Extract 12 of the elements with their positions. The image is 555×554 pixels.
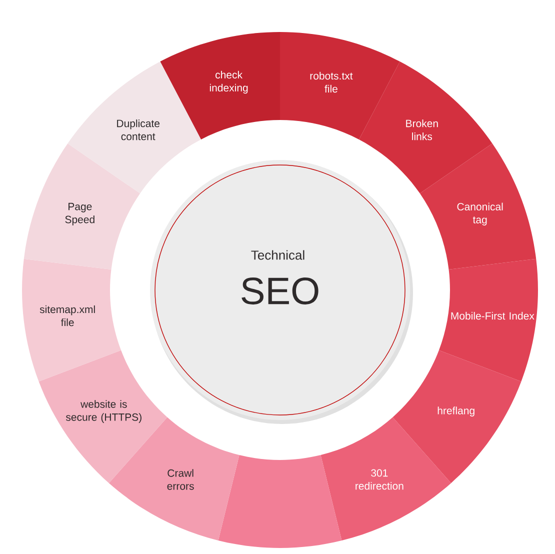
ring-segment: hreflang xyxy=(392,350,522,484)
ring-segment xyxy=(218,455,342,548)
ring-segment: website is secure (HTTPS) xyxy=(38,350,168,484)
ring-segment: Broken links xyxy=(359,62,492,194)
ring-segment: Duplicate content xyxy=(68,62,201,194)
ring-segment: sitemap.xml file xyxy=(22,258,122,382)
ring-segment: Mobile-First Index xyxy=(438,258,538,382)
ring-segment: 301 redirection xyxy=(320,417,452,540)
ring-segment: Page Speed xyxy=(24,143,140,270)
ring-segment: Canonical tag xyxy=(420,143,536,270)
ring-segment: robots.txt file xyxy=(280,32,400,140)
ring-segment: check indexing xyxy=(160,32,280,140)
